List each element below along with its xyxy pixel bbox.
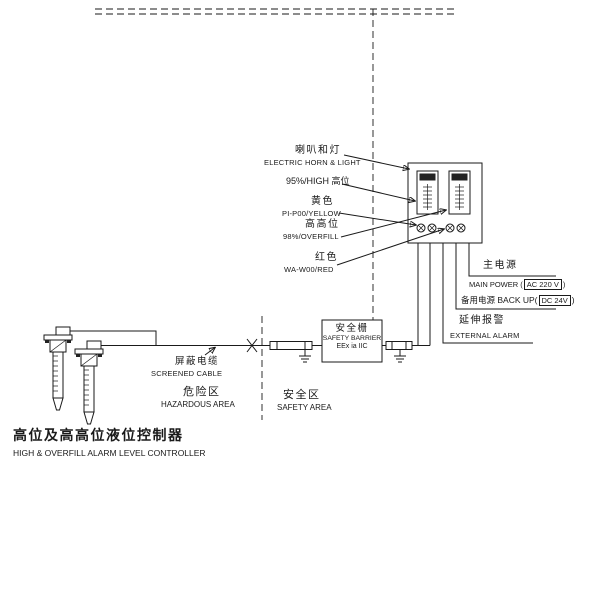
safety-barrier-cert: EEx ia IIC [336,343,368,351]
main-power-wire [468,243,556,277]
zone-boundary-lines [95,8,455,420]
red-lamp-leader [336,229,444,266]
ground-symbol-right [394,349,406,363]
indicator-lamp-3 [445,223,455,233]
overfill-label-cn: 高高位 [305,219,340,230]
red-label-cn: 红色 [315,252,338,263]
backup-power-wire [455,243,556,310]
external-alarm-wire [442,243,533,344]
hazardous-area-label-cn: 危险区 [183,386,221,398]
high-level-label: 95%/HIGH 高位 [286,176,350,186]
safety-barrier-name-cn: 安全栅 [335,323,369,334]
meter-display-1 [416,170,439,215]
screened-cable-leader [204,348,215,356]
horn-light-label-en: ELECTRIC HORN & LIGHT [264,158,361,167]
indicator-lamps [416,223,466,233]
main-power-voltage-box: AC 220 V [523,279,562,290]
level-sensor-2 [74,340,104,425]
safety-area-label-cn: 安全区 [283,389,321,401]
backup-power-voltage-box: DC 24V [538,294,571,306]
meter-display-2 [448,170,471,215]
main-power-text: MAIN POWER ( [469,280,523,289]
panel-wiring [417,243,556,346]
control-panel [407,162,483,244]
yellow-tag-label: PI-P00/YELLOW [282,209,341,218]
level-sensor-1 [43,326,73,411]
indicator-lamp-1 [416,223,426,233]
yellow-label-cn: 黄色 [311,196,334,207]
external-alarm-label-en: EXTERNAL ALARM [450,331,520,340]
horn-light-leader [343,154,409,169]
drawing-title-en: HIGH & OVERFILL ALARM LEVEL CONTROLLER [13,448,206,458]
drawing-title-cn: 高位及高高位液位控制器 [13,427,184,443]
yellow-lamp-leader [338,212,416,225]
screened-cable-label-cn: 屏蔽电缆 [175,356,220,367]
safety-area-label-en: SAFETY AREA [277,403,332,412]
horn-light-label-cn: 喇叭和灯 [295,145,341,156]
main-power-label-cn: 主电源 [483,260,518,271]
screened-cable-symbol-left [269,341,313,350]
backup-power-text: 备用电源 BACK UP( [461,295,538,305]
screened-cable-symbol-right [385,341,413,350]
external-alarm-label-cn: 延伸报警 [459,315,505,326]
red-tag-label: WA-W00/RED [284,265,334,274]
safety-barrier-label: 安全栅 SAFETY BARRIER EEx ia IIC [322,320,382,362]
overfill-leader [340,210,446,238]
indicator-lamp-2 [427,223,437,233]
high-level-leader [341,183,415,201]
callout-leaders [204,154,446,356]
ground-symbol-left [299,349,311,363]
overfill-tag-label: 98%/OVERFILL [283,232,339,241]
screened-cable-label-en: SCREENED CABLE [151,369,223,378]
main-power-label-en: MAIN POWER ( AC 220 V ) [469,279,566,290]
safety-barrier-name-en: SAFETY BARRIER [322,334,382,342]
indicator-lamp-4 [456,223,466,233]
backup-power-label: 备用电源 BACK UP( DC 24V ) [461,294,575,306]
safety-barrier-box [321,319,383,363]
hazardous-area-label-en: HAZARDOUS AREA [161,400,235,409]
